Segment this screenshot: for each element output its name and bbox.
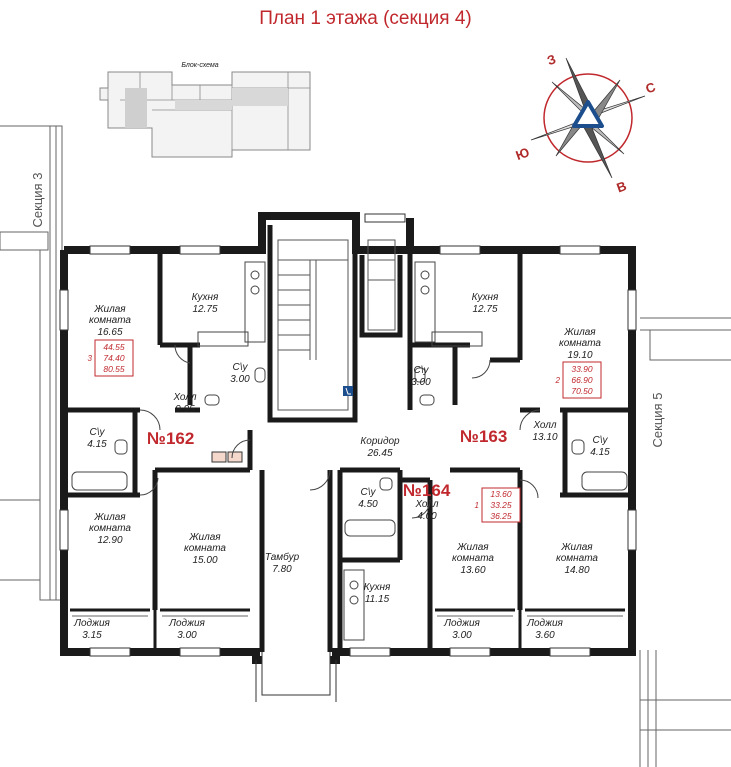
compass-east-label: В	[614, 178, 628, 195]
room-area-r162-log1: 3.15	[82, 630, 102, 641]
room-name-r163-wc: С\у	[414, 365, 430, 376]
apartment-164-number: №164	[403, 481, 451, 500]
room-name-r163-hall: Холл	[532, 420, 556, 431]
room-area-r162-hall: 9.95	[175, 404, 195, 415]
room-name-r162-log1: Лоджия	[73, 618, 110, 629]
room-area-tambur: 7.80	[272, 564, 292, 575]
room-name-r162-wc2: С\у	[90, 427, 106, 438]
room-name-r162-kitchen: Кухня	[192, 292, 219, 303]
apartment-163-total-with-loggia: 70.50	[571, 386, 593, 396]
room-area-r164-wc: 4.50	[358, 499, 378, 510]
section-3-outline	[0, 125, 63, 601]
block-scheme: Блок-схема	[99, 62, 311, 158]
apartment-164-rooms: 1	[475, 501, 479, 510]
room-name-corridor: Коридор	[360, 436, 400, 447]
apartment-163-number: №163	[460, 427, 507, 446]
room-area-r162-wc2: 4.15	[87, 439, 107, 450]
room-area-r163-kitchen: 12.75	[472, 304, 497, 315]
apartment-163-rooms: 2	[555, 376, 561, 385]
room-area-r164-hall: 4.00	[417, 511, 437, 522]
room-name-r163-log: Лоджия	[526, 618, 563, 629]
room-area-r162-living1: 16.65	[97, 327, 122, 338]
room-name-r163-wc2: С\у	[593, 435, 609, 446]
bathroom-fixtures	[71, 367, 628, 537]
room-name-r163-kitchen: Кухня	[472, 292, 499, 303]
apartment-163-total-area: 66.90	[571, 375, 593, 385]
room-name-tambur: Тамбур	[265, 551, 300, 563]
room-area-r164-living: 13.60	[460, 565, 485, 576]
room-area-r163-living1: 19.10	[567, 350, 592, 361]
apartment-162-total-with-loggia: 80.55	[103, 364, 125, 374]
room-area-r162-log2: 3.00	[177, 630, 197, 641]
apartment-162-totals: 3 44.55 74.40 80.55	[88, 339, 134, 377]
door-swings	[139, 344, 541, 519]
room-area-r163-living2: 14.80	[564, 565, 589, 576]
section-3-label: Секция 3	[30, 173, 45, 228]
room-area-r162-living2: 12.90	[97, 535, 122, 546]
compass-icon: З С Ю В	[514, 51, 658, 195]
apartment-162-total-area: 74.40	[103, 353, 125, 363]
apartment-164-totals: 1 13.60 33.25 36.25	[475, 487, 521, 523]
apartment-164-living-area: 13.60	[490, 489, 512, 499]
room-area-r164-kitchen: 11.15	[365, 594, 390, 605]
room-area-corridor: 26.45	[366, 448, 392, 459]
room-area-r162-wc: 3.00	[230, 374, 250, 385]
room-area-r163-wc2: 4.15	[590, 447, 610, 458]
ventilation-shafts	[211, 451, 243, 463]
kitchen-fixtures	[197, 261, 483, 641]
staircase	[277, 239, 396, 411]
room-name-r164-wc: С\у	[361, 487, 377, 498]
loggia-walls	[70, 608, 625, 652]
room-name-r164-kitchen: Кухня	[364, 582, 391, 593]
room-name-r164-hall: Холл	[414, 499, 438, 510]
room-name-r162-hall: Холл	[172, 392, 196, 403]
page-title: План 1 этажа (секция 4)	[259, 8, 472, 29]
room-area-r162-kitchen: 12.75	[192, 304, 217, 315]
room-name-r162-log2: Лоджия	[168, 618, 205, 629]
section-5-outline	[639, 317, 731, 767]
disabled-access-icon	[343, 386, 353, 396]
compass-north-label: С	[643, 79, 658, 97]
apartment-162-rooms: 3	[88, 354, 93, 363]
room-area-r164-log: 3.00	[452, 630, 472, 641]
room-area-r162-living3: 15.00	[192, 555, 217, 566]
block-scheme-title: Блок-схема	[181, 62, 218, 69]
room-area-r163-wc: 3.00	[411, 377, 431, 388]
apartment-162-living-area: 44.55	[103, 342, 125, 352]
apartment-163-totals: 2 33.90 66.90 70.50	[555, 361, 602, 399]
apartment-162-number: №162	[147, 429, 194, 448]
entrance	[255, 652, 337, 702]
apartment-164-total-with-loggia: 36.25	[490, 511, 512, 521]
room-area-r163-log: 3.60	[535, 630, 555, 641]
section-5-label: Секция 5	[650, 393, 665, 448]
compass-south-label: Ю	[514, 144, 532, 163]
compass-west-label: З	[545, 51, 558, 68]
apartment-163-living-area: 33.90	[571, 364, 593, 374]
windows	[59, 213, 637, 657]
room-name-r162-wc: С\у	[233, 362, 249, 373]
room-area-r163-hall: 13.10	[532, 432, 557, 443]
room-name-r164-log: Лоджия	[443, 618, 480, 629]
apartment-164-total-area: 33.25	[490, 500, 512, 510]
